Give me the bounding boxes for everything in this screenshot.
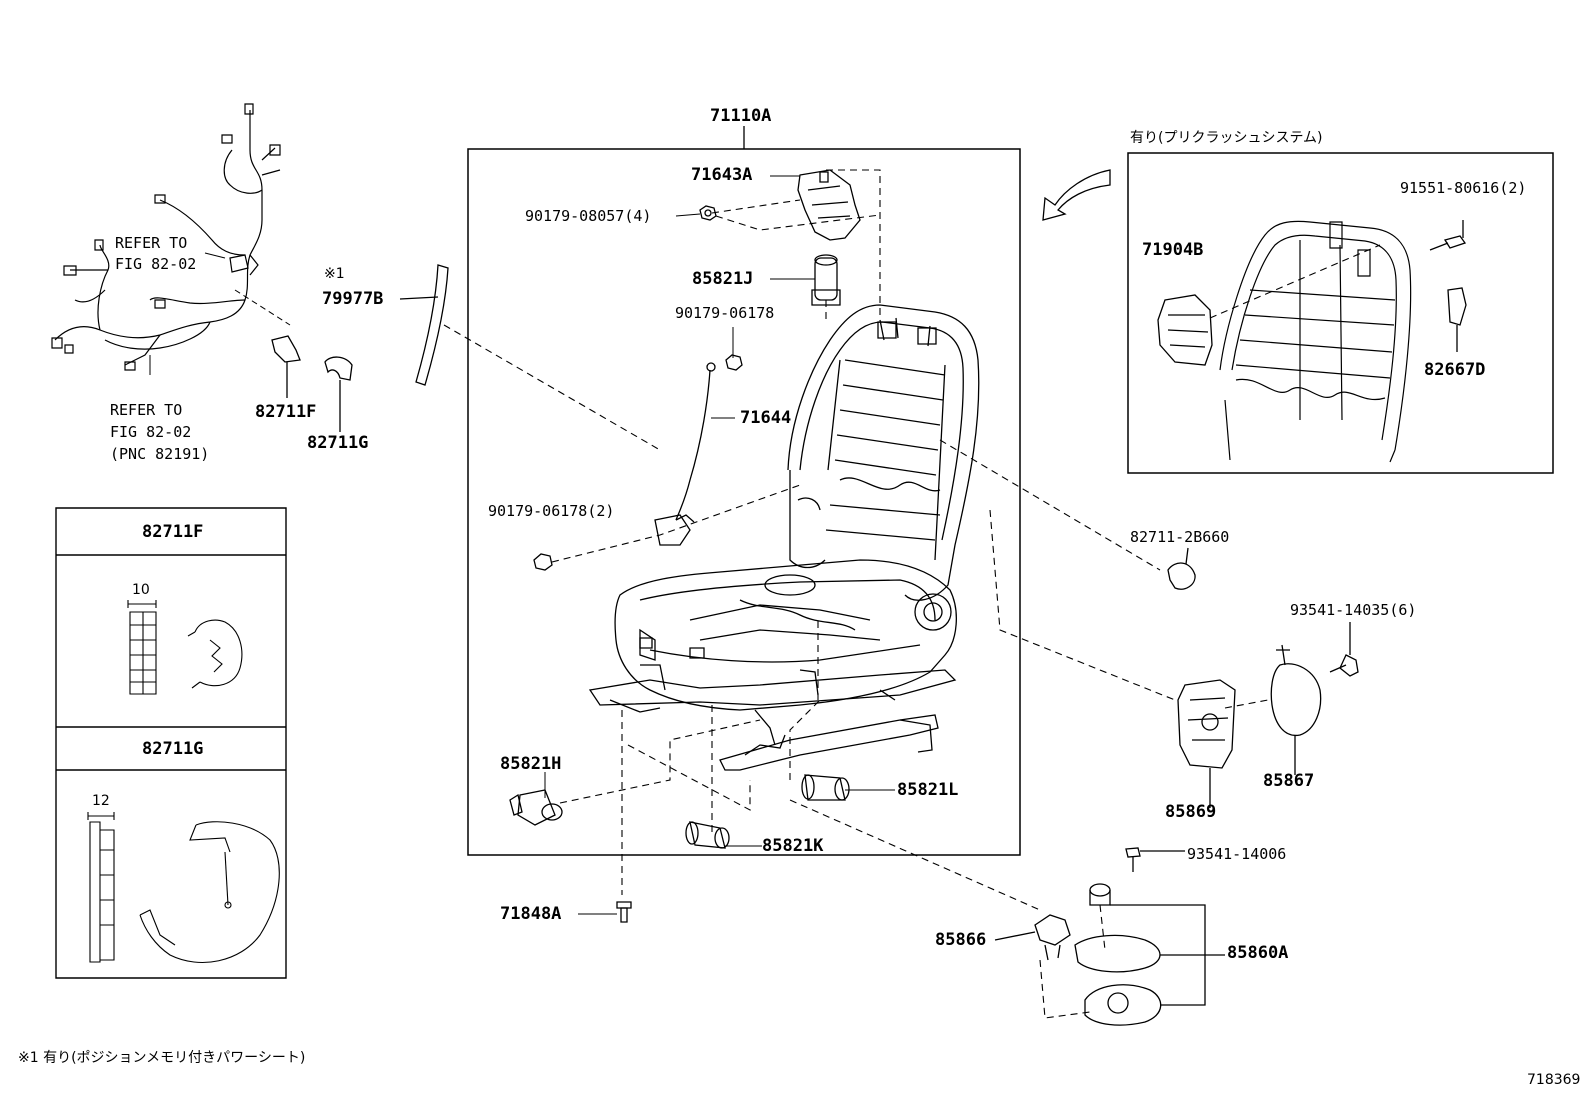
dashed-connector-lines xyxy=(444,170,1268,910)
part-91551-drawing xyxy=(1430,220,1465,250)
label-71110A[interactable]: 71110A xyxy=(710,106,772,126)
label-82711F[interactable]: 82711F xyxy=(255,402,317,422)
precrash-backrest-drawing xyxy=(1220,221,1411,462)
detail-title-82711F: 82711F xyxy=(142,522,204,542)
label-refer-fig-1[interactable]: FIG 82-02 xyxy=(115,255,197,273)
part-71644-drawing xyxy=(655,363,715,545)
part-85821H-drawing xyxy=(510,790,562,825)
label-mark-1: ※1 xyxy=(324,266,345,282)
part-85867-drawing xyxy=(1271,645,1320,775)
precrash-arrow xyxy=(1043,170,1110,220)
clip-82711G-drawing xyxy=(325,357,352,432)
part-85869-drawing xyxy=(1178,680,1235,808)
label-85821K[interactable]: 85821K xyxy=(762,836,824,856)
clip-G-detail-drawing xyxy=(88,812,279,962)
detail-dimension-10: 10 xyxy=(132,582,150,598)
part-71904B-drawing xyxy=(1158,245,1380,365)
label-71644[interactable]: 71644 xyxy=(740,408,792,428)
label-90179-08057[interactable]: 90179-08057(4) xyxy=(525,207,652,225)
part-85821J-drawing xyxy=(812,255,840,305)
seat-frame xyxy=(590,305,979,770)
clip-detail-box xyxy=(56,508,286,978)
label-85867[interactable]: 85867 xyxy=(1263,771,1315,791)
label-85869[interactable]: 85869 xyxy=(1165,802,1217,822)
right-dashed-lines xyxy=(1040,905,1105,1018)
label-93541-14006[interactable]: 93541-14006 xyxy=(1187,845,1287,863)
footnote: ※1 有り(ポジションメモリ付きパワーシート) xyxy=(18,1050,306,1066)
part-85821K-drawing xyxy=(686,822,729,848)
label-91551-80616[interactable]: 91551-80616(2) xyxy=(1400,179,1527,197)
label-refer-pnc: (PNC 82191) xyxy=(110,445,210,463)
label-refer-to-1: REFER TO xyxy=(115,234,188,252)
label-leaders xyxy=(545,176,895,914)
label-71848A[interactable]: 71848A xyxy=(500,904,562,924)
part-85866-drawing xyxy=(995,915,1070,960)
label-85860A[interactable]: 85860A xyxy=(1227,943,1289,963)
part-85860A-drawing xyxy=(1075,884,1225,1025)
part-90179-06178-2-drawing xyxy=(534,554,552,570)
figure-id: 718369 xyxy=(1527,1072,1581,1088)
wire-harness-drawing xyxy=(52,104,280,370)
clip-F-detail-drawing xyxy=(128,600,242,694)
label-90179-06178[interactable]: 90179-06178 xyxy=(675,304,775,322)
part-93541-14035-drawing xyxy=(1330,622,1358,676)
label-85821L[interactable]: 85821L xyxy=(897,780,959,800)
clip-82711-2B660-drawing xyxy=(1168,548,1195,589)
label-71904B[interactable]: 71904B xyxy=(1142,240,1204,260)
label-82711-2B660[interactable]: 82711-2B660 xyxy=(1130,528,1230,546)
label-90179-06178-2[interactable]: 90179-06178(2) xyxy=(488,502,615,520)
part-71643A-drawing xyxy=(798,170,860,240)
part-93541-14006-drawing xyxy=(1126,848,1185,872)
detail-dimension-12: 12 xyxy=(92,793,110,809)
label-79977B[interactable]: 79977B xyxy=(322,289,384,309)
clip-82711F-drawing xyxy=(272,336,300,398)
label-refer-to-2: REFER TO xyxy=(110,401,183,419)
part-85821L-drawing xyxy=(802,775,849,800)
inset-title: 有り(プリクラッシュシステム) xyxy=(1130,130,1323,146)
detail-title-82711G: 82711G xyxy=(142,739,204,759)
label-refer-fig-2[interactable]: FIG 82-02 xyxy=(110,423,192,441)
harness-leaders xyxy=(150,253,290,375)
label-82711G[interactable]: 82711G xyxy=(307,433,369,453)
label-85866[interactable]: 85866 xyxy=(935,930,987,950)
part-79977B-drawing xyxy=(400,265,448,385)
label-82667D[interactable]: 82667D xyxy=(1424,360,1486,380)
label-93541-14035[interactable]: 93541-14035(6) xyxy=(1290,601,1417,619)
label-85821H[interactable]: 85821H xyxy=(500,754,562,774)
label-71643A[interactable]: 71643A xyxy=(691,165,753,185)
label-85821J[interactable]: 85821J xyxy=(692,269,754,289)
part-90179-06178-drawing xyxy=(726,355,742,370)
part-71848A-drawing xyxy=(617,902,631,922)
precrash-inset-frame xyxy=(1128,153,1553,473)
part-82667D-drawing xyxy=(1448,288,1466,352)
